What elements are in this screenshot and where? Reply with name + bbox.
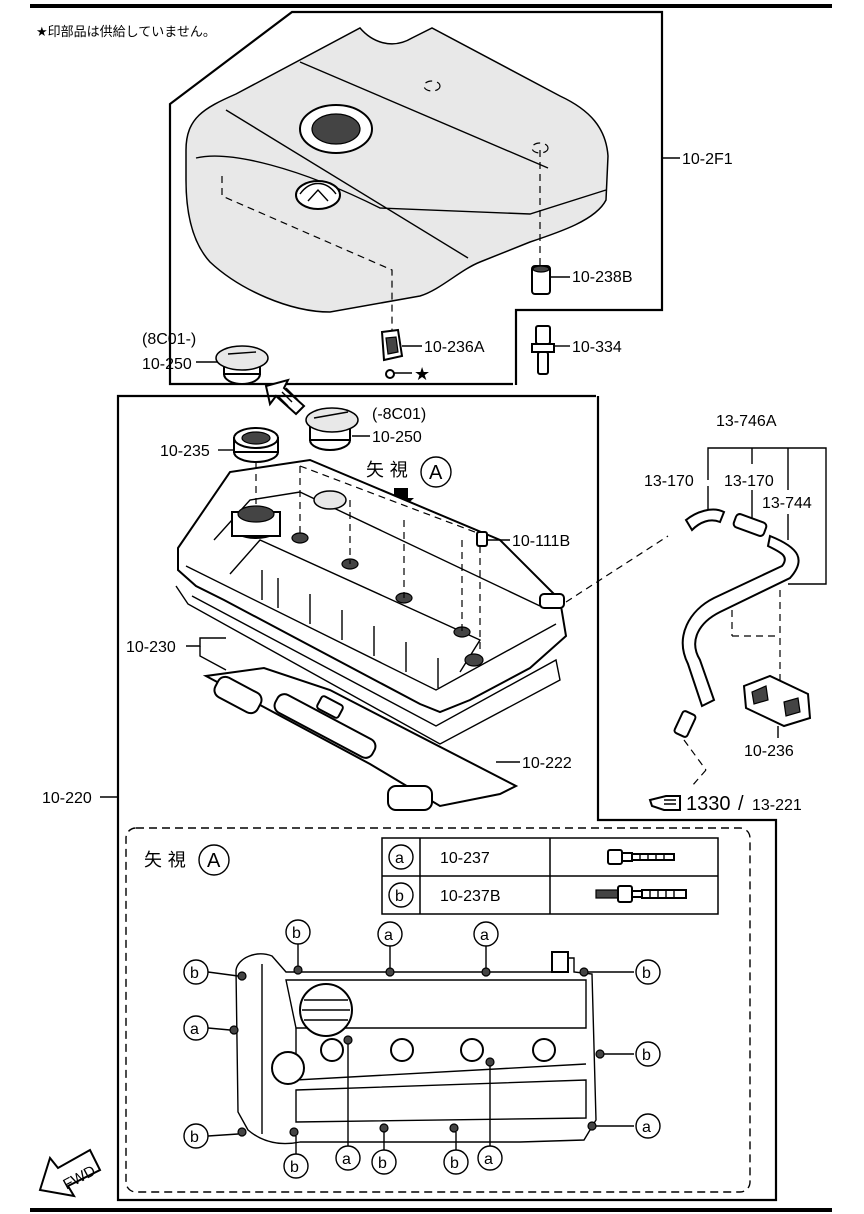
bolt-a-icon xyxy=(607,849,675,865)
ref-13-221[interactable]: 13-221 xyxy=(752,797,802,814)
label-10-222: 10-222 xyxy=(522,755,572,772)
bolt-10-111B[interactable] xyxy=(476,531,488,547)
label-8C01-old: (-8C01) xyxy=(372,406,426,423)
view-arrow-text: 矢 視 xyxy=(366,460,408,481)
label-10-334: 10-334 xyxy=(572,339,622,356)
clip-10-236[interactable] xyxy=(742,674,812,728)
bolt-b-icon xyxy=(595,885,687,903)
detail-view-title-letter: A xyxy=(207,850,221,872)
svg-text:b: b xyxy=(190,1129,199,1146)
oil-cap-old[interactable] xyxy=(305,407,359,451)
marker-a: a xyxy=(635,1113,661,1139)
reference-hand-icon xyxy=(648,795,681,811)
cover-top-view xyxy=(229,951,605,1145)
marker-a: a xyxy=(183,1015,209,1041)
plug-hole-gaskets[interactable] xyxy=(202,666,519,811)
marker-a: a xyxy=(473,921,499,947)
label-10-236A: 10-236A xyxy=(424,339,485,356)
label-10-230: 10-230 xyxy=(126,639,176,656)
svg-text:a: a xyxy=(642,1119,651,1136)
marker-leaders xyxy=(207,944,634,1154)
not-supplied-star: ★ xyxy=(414,364,430,385)
engine-cover[interactable] xyxy=(185,27,609,313)
ref-1330[interactable]: 1330 xyxy=(686,793,731,815)
label-8C01-new: (8C01-) xyxy=(142,331,196,348)
marker-a: a xyxy=(335,1145,361,1171)
label-10-235: 10-235 xyxy=(160,443,210,460)
engine-cover-group: 10-238B 10-334 10-236A ★ 10-2F1 xyxy=(168,10,733,386)
bolt-legend-table: a 10-237 b 10-237B xyxy=(381,837,719,915)
legend-symbol-b: b xyxy=(395,888,404,905)
detail-view-title-text: 矢 視 xyxy=(144,850,186,871)
label-10-236: 10-236 xyxy=(744,743,794,760)
label-13-746A: 13-746A xyxy=(716,413,777,430)
svg-text:a: a xyxy=(190,1021,199,1038)
legend-part-10-237B: 10-237B xyxy=(440,888,501,905)
marker-b: b xyxy=(635,1041,661,1067)
svg-text:b: b xyxy=(450,1155,459,1172)
note-text: ★印部品は供給していません。 xyxy=(36,25,216,40)
label-10-250-a: 10-250 xyxy=(142,356,192,373)
view-arrow-letter: A xyxy=(429,462,443,484)
filler-seal-10-235[interactable] xyxy=(233,427,279,463)
svg-text:b: b xyxy=(378,1155,387,1172)
bracket-10-236A[interactable] xyxy=(380,328,404,362)
label-10-250-b: 10-250 xyxy=(372,429,422,446)
label-13-170-b: 13-170 xyxy=(724,473,774,490)
svg-text:b: b xyxy=(642,965,651,982)
marker-b: b xyxy=(371,1149,397,1175)
label-13-170-a: 13-170 xyxy=(644,473,694,490)
marker-a: a xyxy=(477,1145,503,1171)
legend-part-10-237: 10-237 xyxy=(440,850,490,867)
marker-b: b xyxy=(443,1149,469,1175)
fwd-arrow-icon: FWD xyxy=(38,1148,102,1198)
label-10-111B: 10-111B xyxy=(512,533,570,550)
svg-text:a: a xyxy=(384,927,393,944)
legend-symbol-a: a xyxy=(395,850,404,867)
marker-b: b xyxy=(183,959,209,985)
svg-text:a: a xyxy=(342,1151,351,1168)
head-cover-gasket[interactable] xyxy=(175,585,561,745)
oil-cap-new[interactable] xyxy=(215,345,269,385)
svg-text:a: a xyxy=(484,1151,493,1168)
ref-slash: / xyxy=(738,793,744,815)
detail-view-frame xyxy=(125,827,751,1193)
label-13-744: 13-744 xyxy=(762,495,812,512)
marker-b: b xyxy=(285,919,311,945)
svg-text:a: a xyxy=(480,927,489,944)
marker-a: a xyxy=(377,921,403,947)
marker-b: b xyxy=(283,1153,309,1179)
label-10-238B: 10-238B xyxy=(572,269,633,286)
stud-10-334[interactable] xyxy=(531,325,555,375)
label-10-220: 10-220 xyxy=(42,790,92,807)
marker-b: b xyxy=(635,959,661,985)
svg-text:b: b xyxy=(292,925,301,942)
marker-b: b xyxy=(183,1123,209,1149)
svg-text:b: b xyxy=(190,965,199,982)
svg-text:b: b xyxy=(642,1047,651,1064)
pcv-hose-assembly[interactable] xyxy=(673,508,800,738)
svg-text:b: b xyxy=(290,1159,299,1176)
label-10-2F1: 10-2F1 xyxy=(682,151,733,168)
bolt-markers: b b a a b a b b a a b b b a xyxy=(183,919,661,1179)
